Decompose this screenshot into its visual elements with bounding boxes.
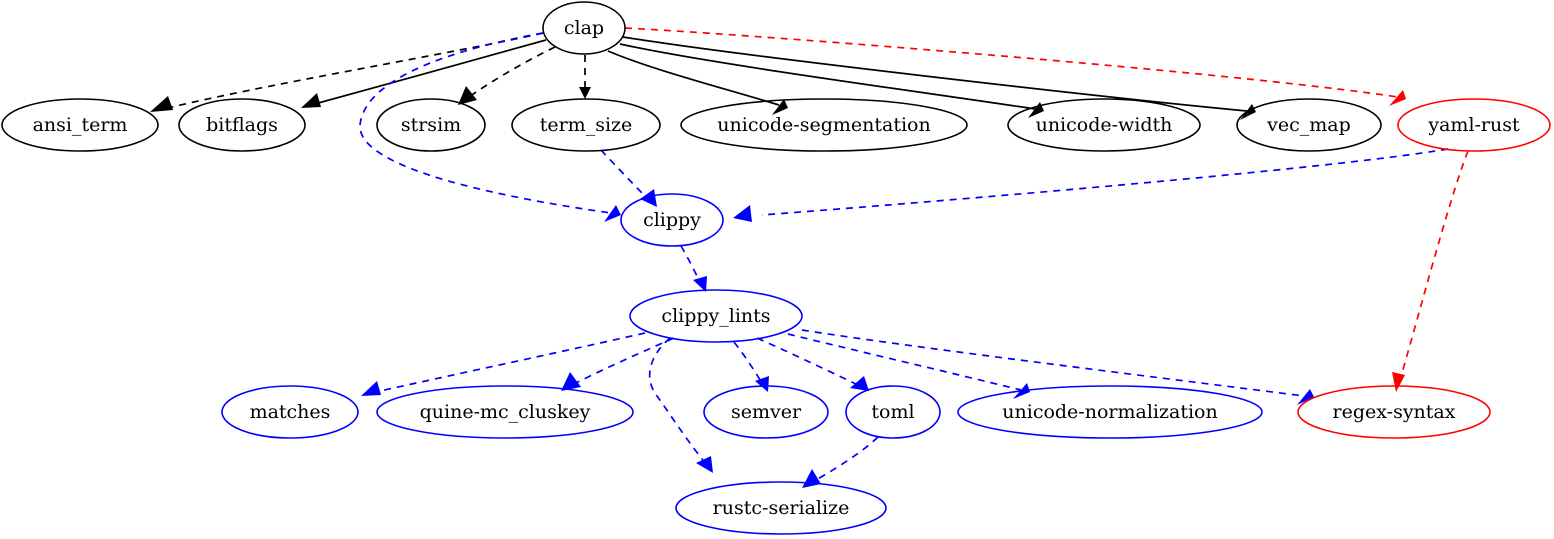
node-matches[interactable]: matches xyxy=(221,385,359,439)
edge-clippy_lints-to-unicode-normalization xyxy=(787,333,1030,399)
edge-clippy_lints-to-regex-syntax xyxy=(801,329,1314,405)
edge-clap-to-ansi_term xyxy=(150,32,544,112)
edge-clap-to-strsim xyxy=(458,46,556,105)
edge-toml-to-rustc-serialize xyxy=(802,436,879,488)
arrowhead-icon xyxy=(1389,90,1406,106)
node-label-term_size: term_size xyxy=(540,114,633,136)
node-outline-clippy_lints xyxy=(629,289,803,343)
arrowhead-icon xyxy=(693,276,707,292)
edge-clap-to-unicode-width xyxy=(619,43,1044,118)
arrowhead-icon xyxy=(1297,389,1314,405)
node-outline-term_size xyxy=(511,98,661,152)
node-clippy[interactable]: clippy xyxy=(620,193,724,247)
node-label-bitflags: bitflags xyxy=(206,114,278,136)
node-ansi_term[interactable]: ansi_term xyxy=(1,98,159,152)
edges-layer xyxy=(150,27,1469,488)
node-outline-quine-mc_cluskey xyxy=(376,385,634,439)
node-outline-regex-syntax xyxy=(1297,385,1491,439)
node-semver[interactable]: semver xyxy=(703,385,829,439)
arrowhead-icon xyxy=(361,381,381,396)
arrowhead-icon xyxy=(458,86,477,105)
node-outline-unicode-segmentation xyxy=(680,98,968,152)
edge-clap-to-clippy xyxy=(359,32,621,222)
edge-clap-to-unicode-segmentation xyxy=(607,50,788,115)
node-label-unicode-width: unicode-width xyxy=(1036,114,1173,136)
node-label-semver: semver xyxy=(731,401,802,423)
edge-yaml-rust-to-clippy xyxy=(733,148,1449,222)
node-label-yaml-rust: yaml-rust xyxy=(1427,114,1520,136)
node-outline-vec_map xyxy=(1236,98,1382,152)
node-label-vec_map: vec_map xyxy=(1266,114,1351,136)
arrowhead-icon xyxy=(561,372,581,391)
node-outline-unicode-width xyxy=(1007,98,1201,152)
node-outline-toml xyxy=(845,385,941,439)
arrowhead-icon xyxy=(1392,372,1405,392)
node-label-matches: matches xyxy=(250,401,331,423)
node-label-clippy: clippy xyxy=(643,209,701,231)
node-outline-rustc-serialize xyxy=(675,481,887,535)
edge-clippy_lints-to-matches xyxy=(361,332,646,396)
node-outline-bitflags xyxy=(178,98,306,152)
edge-clap-to-term_size xyxy=(579,55,591,99)
node-regex-syntax[interactable]: regex-syntax xyxy=(1297,385,1491,439)
node-outline-strsim xyxy=(376,98,486,152)
node-clippy_lints[interactable]: clippy_lints xyxy=(629,289,803,343)
node-toml[interactable]: toml xyxy=(845,385,941,439)
node-label-regex-syntax: regex-syntax xyxy=(1333,401,1456,423)
node-strsim[interactable]: strsim xyxy=(376,98,486,152)
arrowhead-icon xyxy=(604,205,621,222)
edge-clap-to-bitflags xyxy=(301,39,547,108)
node-label-unicode-normalization: unicode-normalization xyxy=(1002,401,1217,423)
node-quine-mc_cluskey[interactable]: quine-mc_cluskey xyxy=(376,385,634,439)
edge-clap-to-yaml-rust xyxy=(624,27,1406,106)
node-outline-clap xyxy=(542,1,626,55)
arrowhead-icon xyxy=(850,376,869,391)
node-vec_map[interactable]: vec_map xyxy=(1236,98,1382,152)
node-label-clippy_lints: clippy_lints xyxy=(661,305,770,327)
arrowhead-icon xyxy=(301,93,321,108)
arrowhead-icon xyxy=(579,87,591,99)
node-label-rustc-serialize: rustc-serialize xyxy=(713,497,850,519)
arrowhead-icon xyxy=(696,456,713,473)
node-unicode-segmentation[interactable]: unicode-segmentation xyxy=(680,98,968,152)
node-outline-matches xyxy=(221,385,359,439)
node-rustc-serialize[interactable]: rustc-serialize xyxy=(675,481,887,535)
edge-clippy_lints-to-quine-mc_cluskey xyxy=(561,337,675,391)
arrowhead-icon xyxy=(150,96,173,112)
node-term_size[interactable]: term_size xyxy=(511,98,661,152)
node-outline-semver xyxy=(703,385,829,439)
edge-clippy_lints-to-semver xyxy=(733,341,769,392)
arrowhead-icon xyxy=(755,376,769,392)
node-label-ansi_term: ansi_term xyxy=(33,114,128,136)
node-clap[interactable]: clap xyxy=(542,1,626,55)
arrowhead-icon xyxy=(733,205,752,222)
node-label-clap: clap xyxy=(564,17,604,39)
node-label-strsim: strsim xyxy=(401,114,461,136)
edge-yaml-rust-to-regex-syntax xyxy=(1392,150,1469,392)
node-label-quine-mc_cluskey: quine-mc_cluskey xyxy=(420,401,591,423)
node-outline-unicode-normalization xyxy=(957,385,1263,439)
edge-clippy-to-clippy_lints xyxy=(680,245,707,292)
node-label-toml: toml xyxy=(871,401,914,423)
edge-clippy_lints-to-toml xyxy=(756,337,869,391)
edge-clippy_lints-to-rustc-serialize xyxy=(648,337,713,473)
node-outline-ansi_term xyxy=(1,98,159,152)
arrowhead-icon xyxy=(640,189,657,207)
edge-term_size-to-clippy xyxy=(600,149,657,207)
node-yaml-rust[interactable]: yaml-rust xyxy=(1397,98,1551,152)
node-unicode-normalization[interactable]: unicode-normalization xyxy=(957,385,1263,439)
node-bitflags[interactable]: bitflags xyxy=(178,98,306,152)
node-unicode-width[interactable]: unicode-width xyxy=(1007,98,1201,152)
node-outline-clippy xyxy=(620,193,724,247)
arrowhead-icon xyxy=(802,469,821,488)
arrowhead-icon xyxy=(772,99,788,115)
node-label-unicode-segmentation: unicode-segmentation xyxy=(717,114,930,136)
node-outline-yaml-rust xyxy=(1397,98,1551,152)
